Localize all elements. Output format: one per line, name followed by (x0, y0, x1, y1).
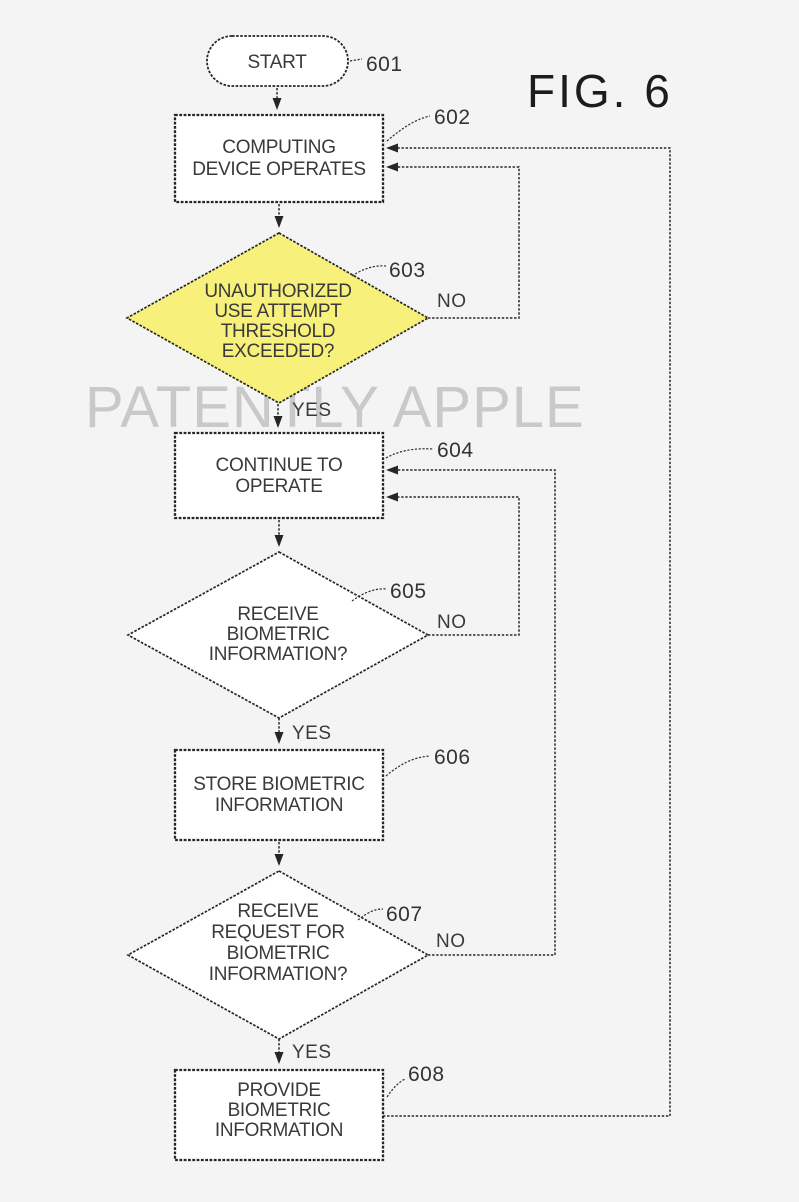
decision-607-diamond (126, 870, 430, 1040)
ref-leader-604 (385, 448, 434, 459)
ref-label-607: 607 (386, 903, 423, 926)
node-607-label-line1: RECEIVE (237, 901, 318, 922)
node-602-label-line1: COMPUTING (222, 137, 335, 158)
ref-leader-606 (385, 755, 431, 777)
ref-leader-601 (349, 58, 363, 62)
node-608-label-line2: BIOMETRIC (228, 1100, 331, 1121)
branch-603-yes-label: YES (292, 400, 332, 421)
ref-label-602: 602 (434, 106, 471, 129)
node-608-label-line3: INFORMATION (215, 1120, 343, 1141)
node-604-label-line1: CONTINUE TO (216, 455, 343, 476)
node-603-label-line3: THRESHOLD (221, 321, 335, 342)
branch-607-no-label: NO (436, 931, 466, 952)
branch-607-yes-label: YES (292, 1042, 332, 1063)
edge-608-602-return-loop (383, 143, 671, 1117)
ref-leader-603 (351, 265, 387, 277)
node-607-label-line3: BIOMETRIC (227, 943, 330, 964)
edge-607-604-no-loop (386, 465, 556, 956)
edge-605-604-no-loop (386, 492, 520, 636)
process-604-box (173, 431, 385, 520)
ref-label-604: 604 (437, 439, 474, 462)
terminator-601-start (206, 35, 349, 87)
node-605-label-line2: BIOMETRIC (227, 624, 330, 645)
node-606-label-line2: INFORMATION (215, 795, 343, 816)
ref-label-606: 606 (434, 746, 471, 769)
ref-leader-607 (357, 908, 384, 921)
node-603-label-line2: USE ATTEMPT (214, 301, 342, 322)
ref-label-608: 608 (408, 1063, 445, 1086)
node-604-label-line2: OPERATE (235, 476, 322, 497)
node-605-label-line3: INFORMATION? (209, 644, 348, 665)
node-603-label-line4: EXCEEDED? (222, 341, 334, 362)
ref-leader-602 (386, 115, 431, 142)
branch-603-no-label: NO (437, 291, 467, 312)
node-607-label-line2: REQUEST FOR (211, 922, 345, 943)
process-602-box (173, 113, 385, 204)
node-603-label-line1: UNAUTHORIZED (204, 281, 351, 302)
branch-605-no-label: NO (437, 612, 467, 633)
node-606-label-line1: STORE BIOMETRIC (193, 774, 364, 795)
node-607-label-line4: INFORMATION? (209, 964, 348, 985)
process-608-box (173, 1068, 385, 1162)
figure-title: FIG. 6 (527, 65, 673, 117)
edge-603-602-no-loop (386, 162, 520, 319)
ref-leader-608 (386, 1078, 406, 1098)
node-601-label: START (247, 52, 307, 73)
branch-605-yes-label: YES (292, 723, 332, 744)
watermark-text: PATENTLY APPLE (85, 375, 585, 440)
ref-label-603: 603 (389, 259, 426, 282)
node-602-label-line2: DEVICE OPERATES (192, 159, 366, 180)
ref-label-601: 601 (366, 53, 403, 76)
decision-605-diamond (126, 551, 430, 719)
ref-label-605: 605 (390, 580, 427, 603)
process-606-box (173, 748, 385, 842)
node-605-label-line1: RECEIVE (237, 604, 318, 625)
node-608-label-line1: PROVIDE (237, 1080, 320, 1101)
ref-leader-605 (351, 588, 388, 602)
